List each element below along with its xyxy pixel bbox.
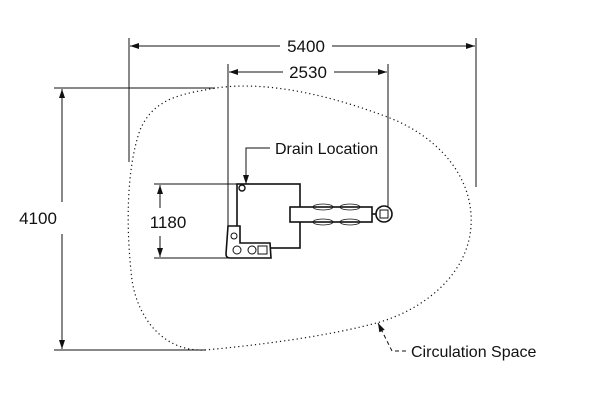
drain-leader	[243, 147, 270, 184]
equipment-footprint	[225, 183, 393, 259]
dimension-4100: 4100	[19, 209, 57, 228]
extension-lines	[54, 38, 477, 351]
circulation-space-label: Circulation Space	[411, 344, 537, 361]
dimension-2530: 2530	[289, 63, 327, 82]
drain-icon	[238, 184, 246, 192]
dimension-5400: 5400	[287, 37, 325, 56]
circulation-space-outline	[127, 85, 472, 351]
drain-location-label: Drain Location	[275, 141, 378, 158]
dimension-1180: 1180	[150, 213, 187, 232]
circulation-leader	[377, 322, 406, 352]
